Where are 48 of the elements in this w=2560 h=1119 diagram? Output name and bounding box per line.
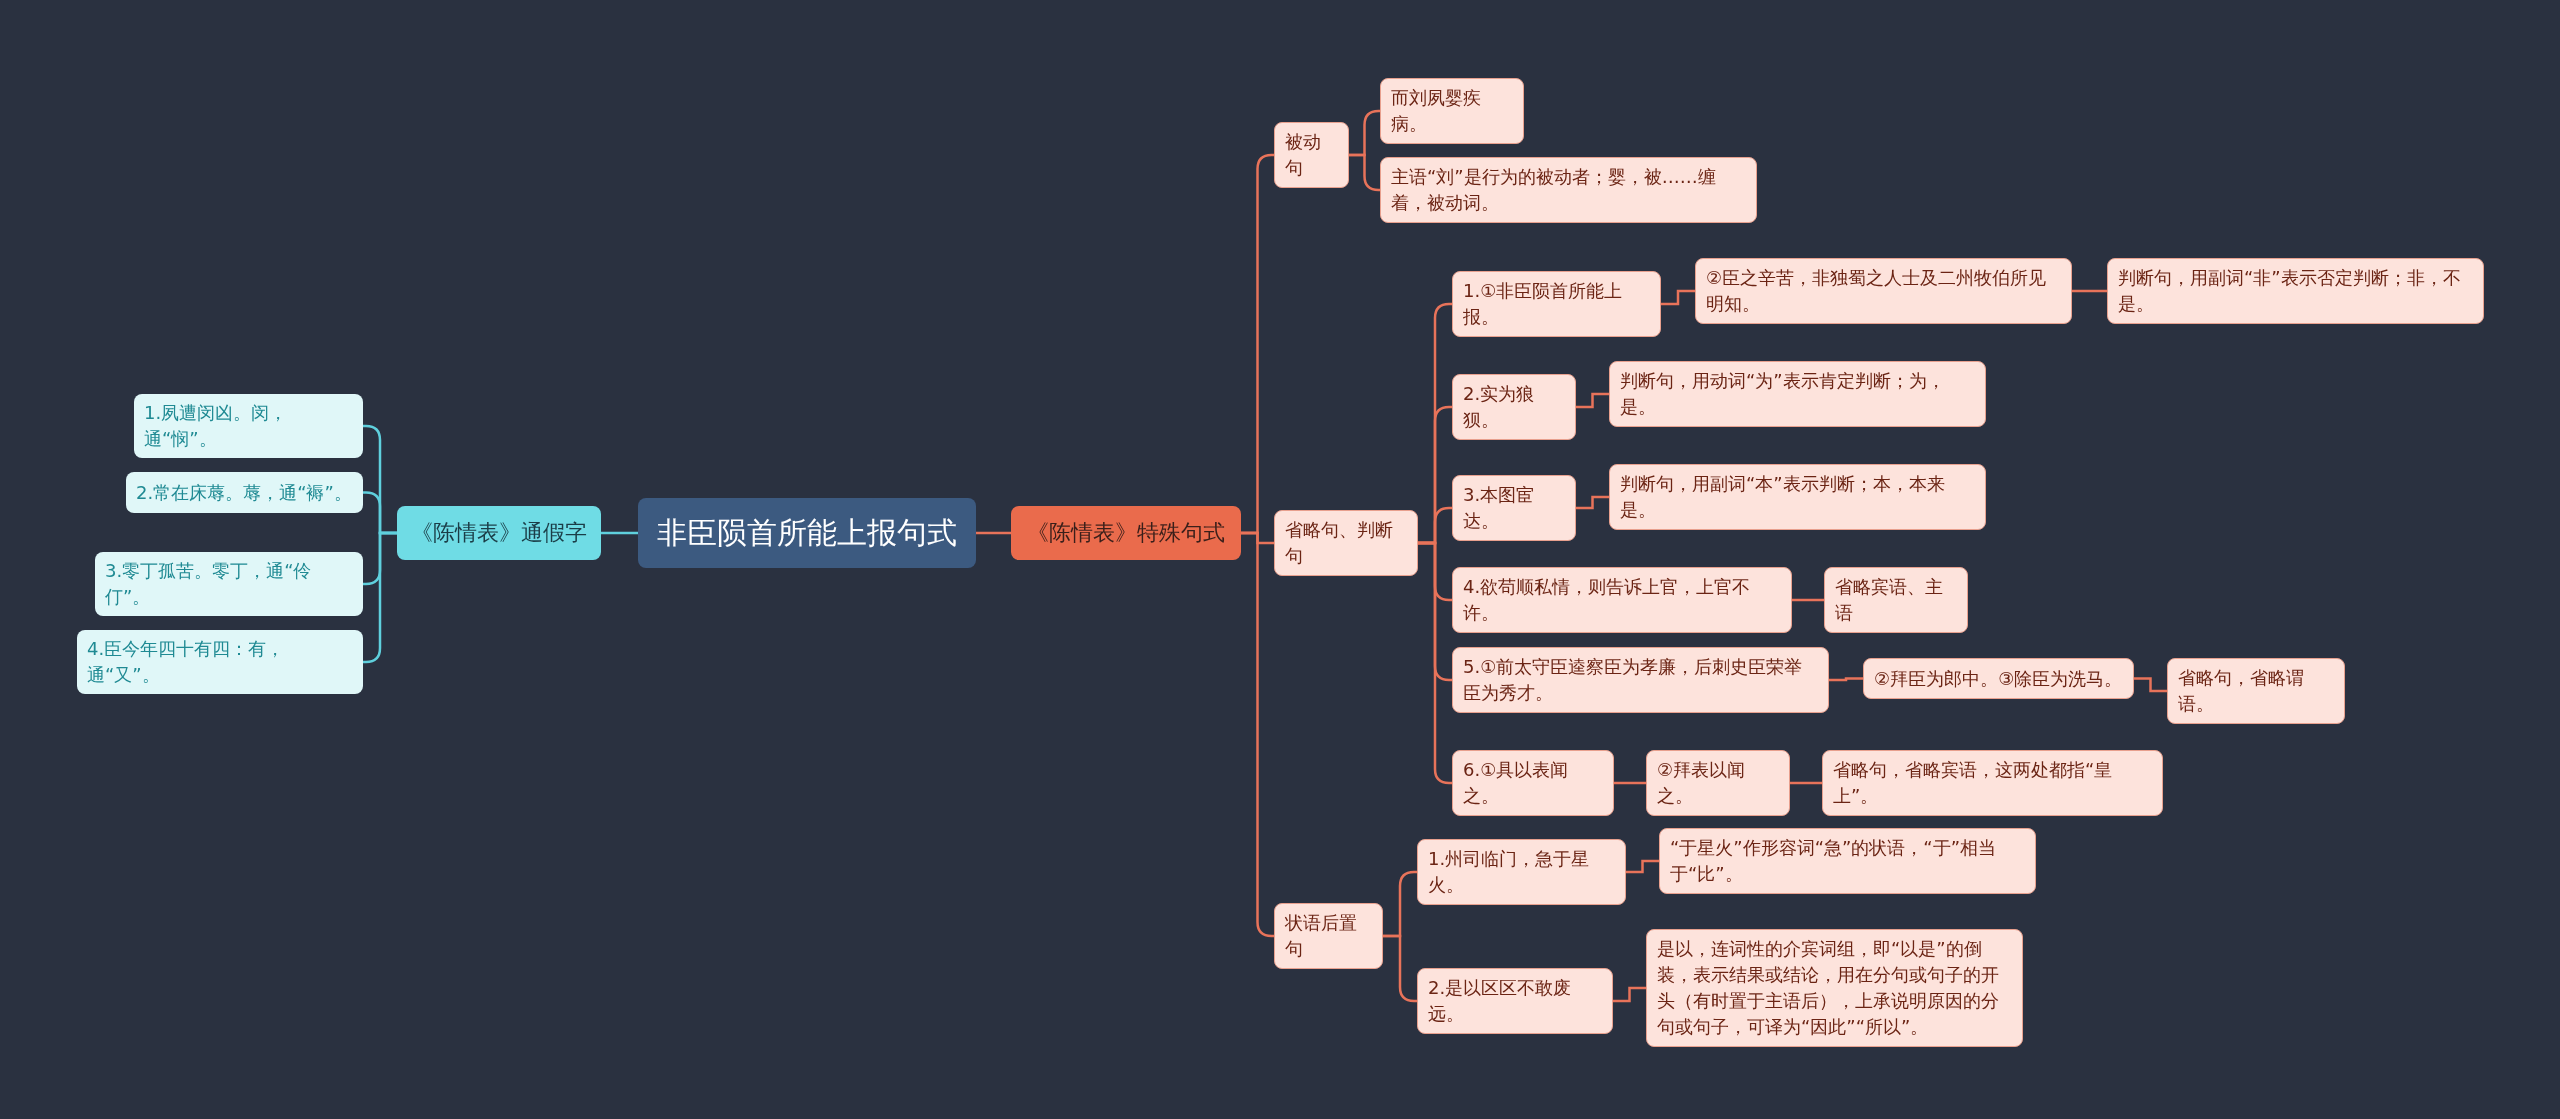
connector-line [1418,541,1452,785]
subtopic-box: 主语“刘”是行为的被动者；婴，被……缠着，被动词。 [1380,157,1757,223]
connector-line [2134,677,2167,693]
subtopic-box: 被动句 [1274,122,1349,188]
subtopic-box: 省略句、判断句 [1274,510,1418,576]
connector-line [2072,289,2107,293]
subtopic-box: 4.臣今年四十有四：有，通“又”。 [77,630,363,694]
subtopic-box: ②拜表以闻之。 [1646,750,1790,816]
subtopic-box: “于星火”作形容词“急”的状语，“于”相当于“比”。 [1659,828,2036,894]
connector-line [1349,153,1381,192]
subtopic-box: 1.夙遭闵凶。闵，通“悯”。 [134,394,363,458]
subtopic-box: 1.州司临门，急于星火。 [1417,839,1626,905]
subtopic-box: 5.①前太守臣逵察臣为孝廉，后刺史臣荣举臣为秀才。 [1452,647,1829,713]
subtopic-box: 是以，连词性的介宾词组，即“以是”的倒装，表示结果或结论，用在分句或句子的开头（有时置于主语后），上承说明原因的分句或句子，可译为“因此”“所以”。 [1646,929,2023,1047]
subtopic-box: 2.常在床蓐。蓐，通“褥”。 [126,472,363,513]
subtopic-box: 1.①非臣陨首所能上报。 [1452,271,1661,337]
subtopic-box: ②拜臣为郎中。③除臣为洗马。 [1863,658,2134,699]
connector-line [1829,677,1863,682]
subtopic-box: 3.本图宦达。 [1452,475,1576,541]
subtopic-box: 而刘夙婴疾病。 [1380,78,1524,144]
connector-line [363,531,397,664]
subtopic-box: 状语后置句 [1274,903,1383,969]
connector-line [1661,289,1695,306]
central-topic-box: 非臣陨首所能上报句式 [638,498,976,568]
connector-line [1790,781,1822,785]
subtopic-box: ②臣之辛苦，非独蜀之人士及二州牧伯所见明知。 [1695,258,2072,324]
subtopic-box: 3.零丁孤苦。零丁，通“伶仃”。 [95,552,363,616]
connector-line [976,531,1011,535]
subtopic-box: 省略句，省略谓语。 [2167,658,2345,724]
connector-line [1383,934,1417,1003]
subtopic-box: 判断句，用副词“本”表示判断；本，本来是。 [1609,464,1986,530]
subtopic-box: 6.①具以表闻之。 [1452,750,1614,816]
subtopic-box: 判断句，用副词“非”表示否定判断；非，不是。 [2107,258,2484,324]
branch-topic-box: 《陈情表》通假字 [397,506,601,560]
subtopic-box: 2.是以区区不敢废远。 [1417,968,1613,1034]
connector-line [1576,495,1609,510]
connector-line [1792,598,1824,602]
branch-topic-box: 《陈情表》特殊句式 [1011,506,1241,560]
connector-line [1626,859,1659,874]
subtopic-box: 判断句，用动词“为”表示肯定判断；为，是。 [1609,361,1986,427]
connector-line [601,531,638,535]
subtopic-box: 省略句，省略宾语，这两处都指“皇上”。 [1822,750,2163,816]
subtopic-box: 2.实为狼狈。 [1452,374,1576,440]
subtopic-box: 省略宾语、主语 [1824,567,1968,633]
connector-line [1613,986,1646,1003]
connector-line [1576,392,1609,409]
subtopic-box: 4.欲苟顺私情，则告诉上官，上官不许。 [1452,567,1792,633]
connector-line [1614,781,1646,785]
